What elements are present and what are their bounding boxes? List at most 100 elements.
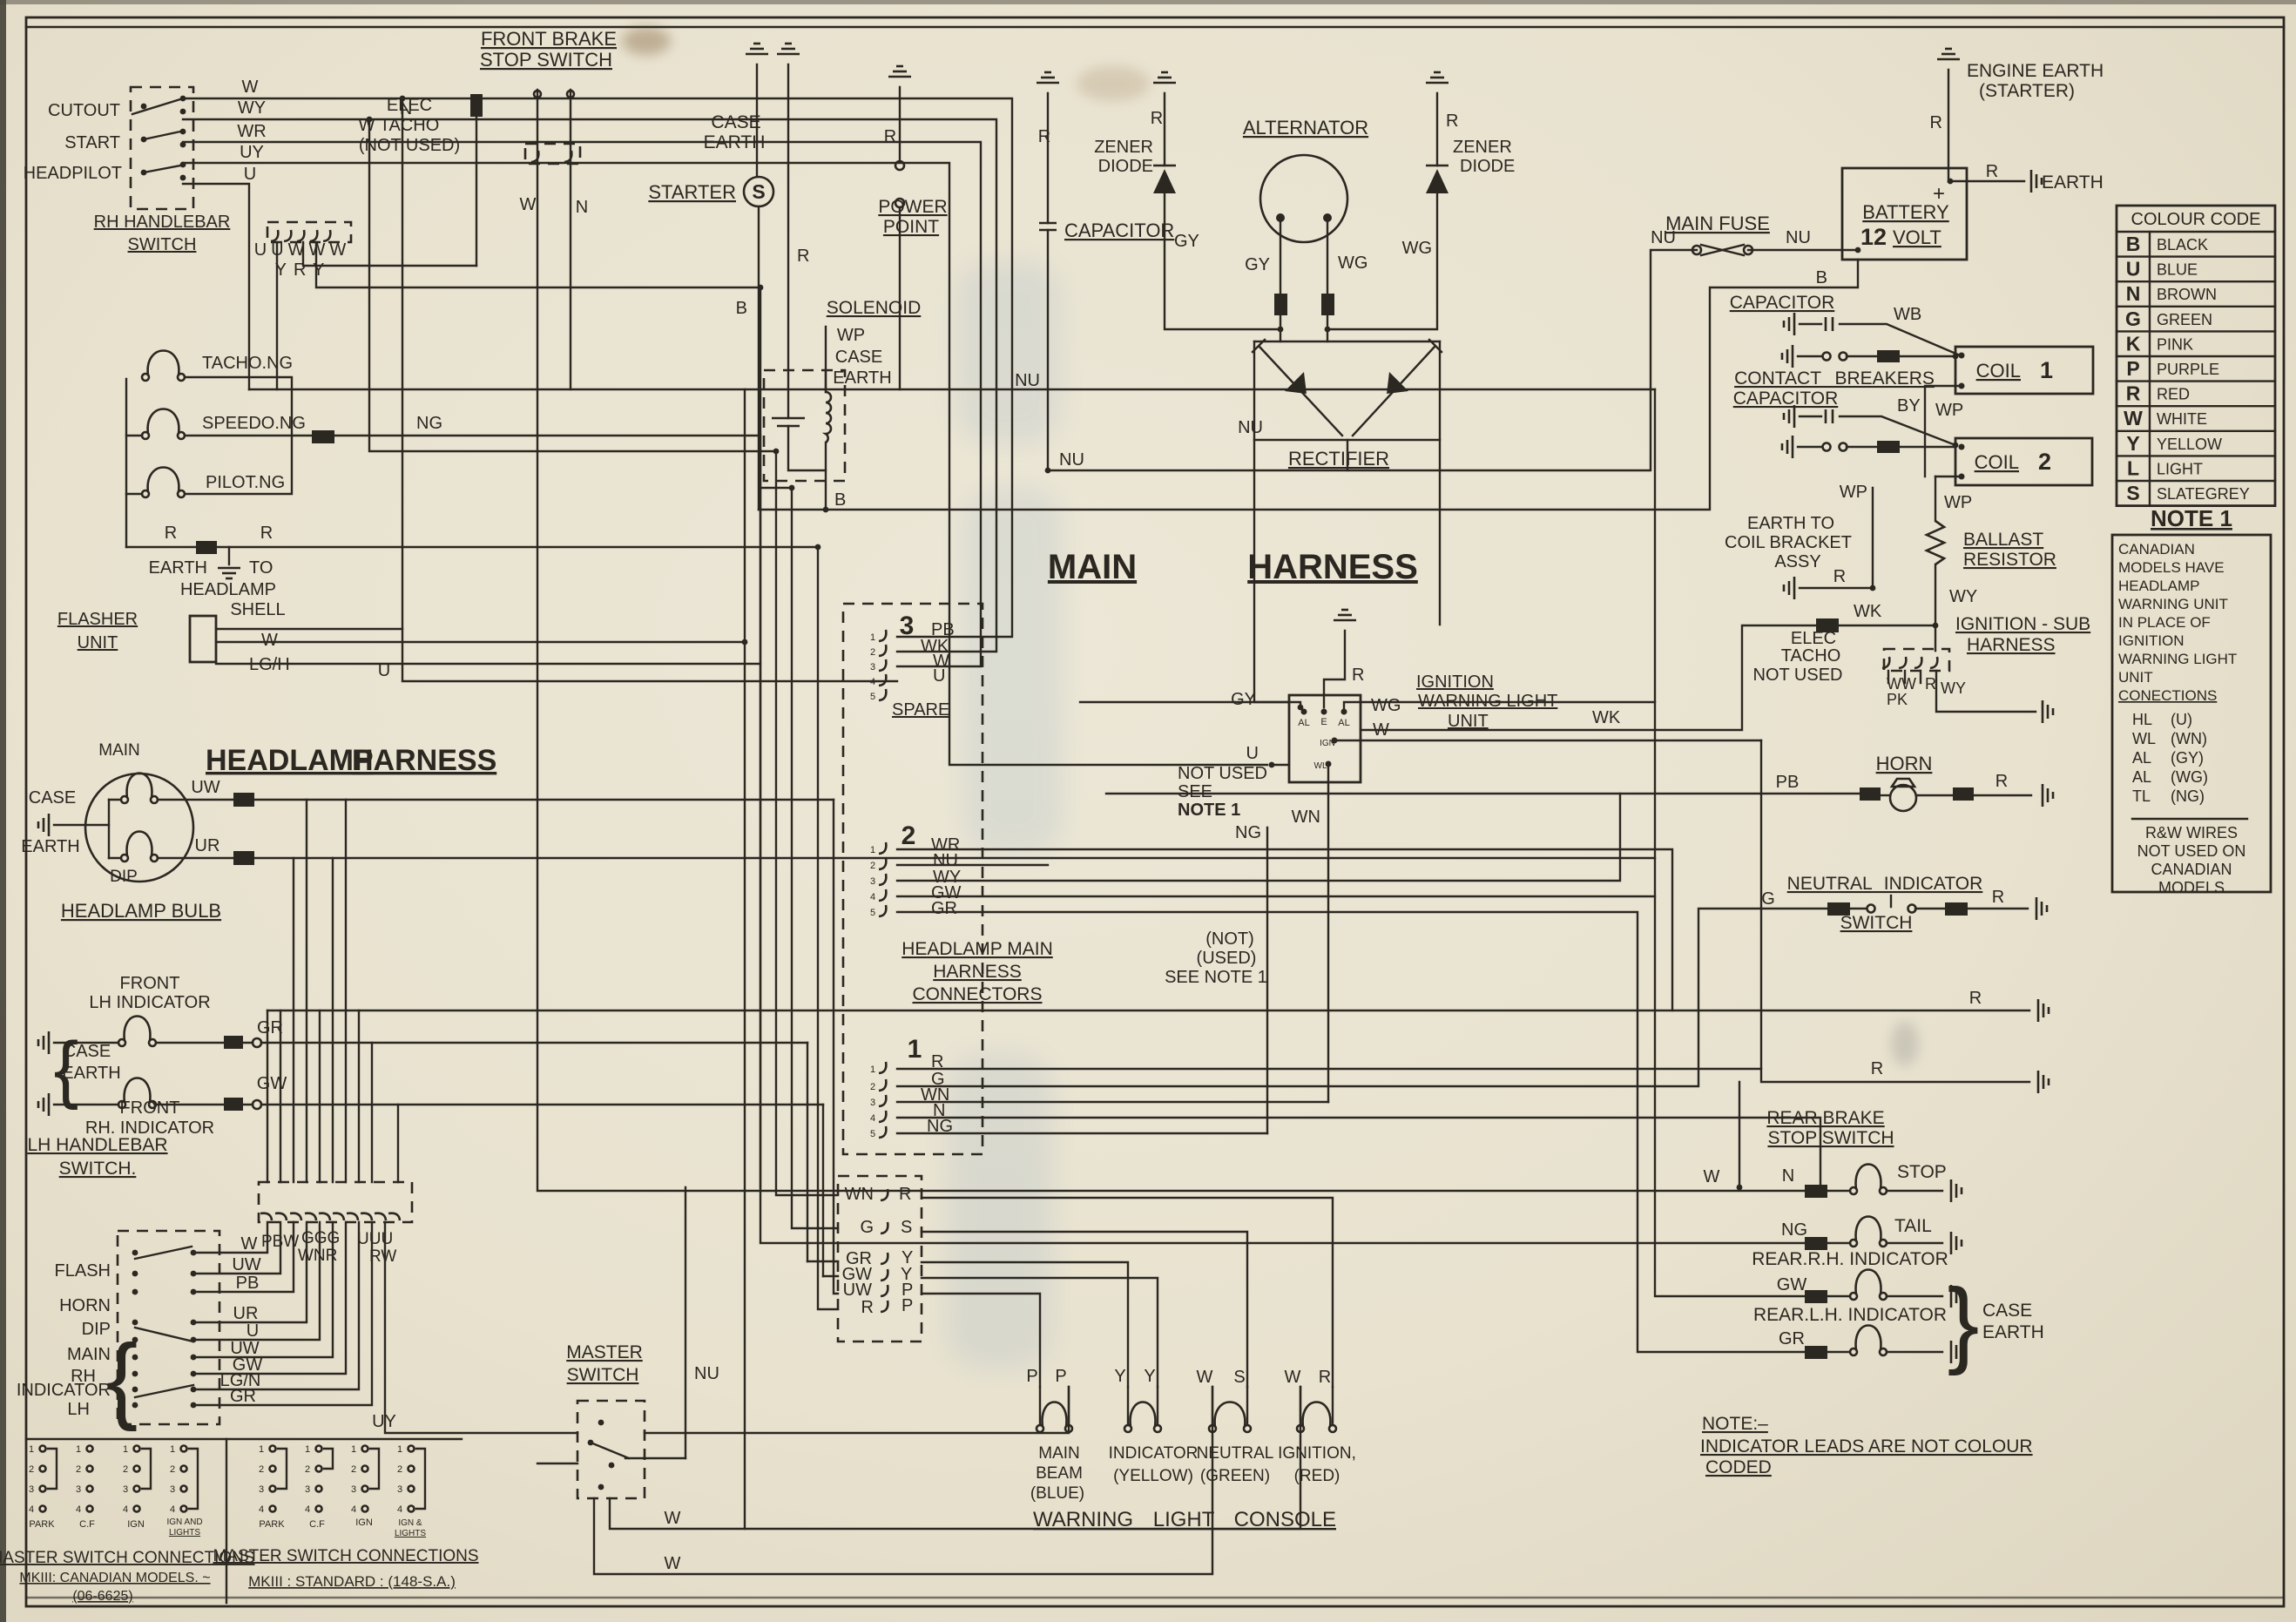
diagram-label: LIGHTS: [169, 1528, 200, 1538]
connector-block: [1860, 787, 1881, 801]
wire: [192, 1220, 334, 1359]
bulb-loop-icon: [1854, 1215, 1882, 1242]
diagram-label: MAIN: [67, 1345, 111, 1364]
switch-contact: [598, 1483, 604, 1490]
earth-icon: [1780, 345, 1794, 368]
diagram-label: R: [1151, 109, 1163, 128]
pin-number: 4: [76, 1504, 81, 1515]
diagram-label: Y: [902, 1248, 913, 1267]
wire-junction: [1854, 247, 1861, 253]
smudge: [1077, 66, 1150, 101]
unit-terminal: [1340, 708, 1347, 715]
pin-number: 1: [351, 1444, 356, 1455]
pin-circle: [132, 1444, 141, 1453]
earth-icon: [1949, 1232, 1963, 1254]
diagram-label: HORN: [1876, 753, 1933, 774]
bulb-loop-icon: [1041, 1401, 1068, 1428]
wire: [1359, 624, 1818, 732]
diagram-label: NOT USED: [1178, 764, 1267, 783]
diagram-label: GW: [931, 883, 962, 902]
diagram-label: INDICATOR LEADS ARE NOT COLOUR: [1700, 1436, 2033, 1456]
pin-hook-icon: [360, 1212, 374, 1221]
fuse-end-icon: [1691, 244, 1703, 256]
note1-footer-line: CANADIAN: [2151, 861, 2232, 878]
connector-block: [1827, 902, 1850, 916]
diagram-label: (USED): [1197, 949, 1257, 968]
diagram-label: WARNING LIGHT: [1418, 692, 1557, 711]
pin-number: 3: [259, 1484, 264, 1495]
scan-edge-top: [0, 0, 2296, 4]
switch-contact: [179, 108, 186, 115]
diagram-label: HEADLAMP: [206, 744, 374, 777]
diagram-label: WN: [921, 1085, 949, 1105]
diagram-label: WG: [1402, 239, 1432, 258]
diagram-label: POINT: [883, 217, 939, 237]
wire: [192, 1220, 269, 1254]
connector-block: [1805, 1290, 1827, 1303]
switch-contact: [190, 1319, 197, 1326]
diagram-label: STOP SWITCH: [480, 49, 612, 71]
pin-number: 2: [76, 1464, 81, 1475]
pin-number: 1: [76, 1444, 81, 1455]
diagram-label: INDICATOR: [17, 1381, 111, 1400]
diagram-label: WY: [1941, 679, 1966, 697]
dashed-box: [523, 142, 582, 166]
wire: [920, 1276, 1159, 1389]
wire: [301, 240, 478, 267]
diagram-label: CASE: [29, 788, 76, 808]
diagram-label: UNIT: [1448, 712, 1489, 731]
diagram-label: EARTH: [21, 837, 79, 856]
colour-code-letter: N: [2126, 282, 2141, 305]
diagram-label: RH: [71, 1367, 96, 1386]
diagram-label: AL: [1338, 718, 1349, 728]
note1-line: CANADIAN: [2118, 541, 2195, 558]
lamp-terminal: [117, 1037, 127, 1048]
diagram-label: NU: [933, 851, 958, 870]
wire: [920, 1196, 1334, 1389]
wire-junction: [1268, 761, 1275, 768]
switch-contact: [190, 1370, 197, 1377]
switch-contact: [179, 128, 186, 135]
diagram-label: AL: [1298, 718, 1309, 728]
bulb-loop-icon: [1854, 1268, 1882, 1295]
diagram-label: SWITCH: [128, 235, 197, 254]
diagram-label: MAIN: [1038, 1444, 1080, 1463]
wire-junction: [757, 284, 764, 291]
diagram-label: UR: [233, 1304, 259, 1323]
wire: [192, 1220, 321, 1342]
rectifier-diode-icon: [1285, 372, 1307, 394]
pin-number: 3: [870, 876, 875, 887]
diagram-label: LIGHTS: [395, 1529, 426, 1538]
diagram-label: (BLUE): [1030, 1484, 1084, 1503]
earth-icon: [1037, 71, 1059, 84]
pin-number: 2: [259, 1464, 264, 1475]
diagram-label: STOP SWITCH: [1767, 1128, 1894, 1148]
diagram-label: NG: [416, 414, 442, 433]
diagram-label: RESISTOR: [1963, 550, 2056, 570]
diagram-label: TACHO: [380, 116, 440, 135]
diagram-label: P: [1055, 1367, 1066, 1386]
wire: [181, 161, 1269, 767]
pin-number: 2: [870, 861, 875, 871]
diagram-label: CASE: [835, 348, 882, 367]
dashed-box: [576, 1399, 646, 1500]
wire: [832, 798, 840, 1295]
diagram-label: R: [884, 127, 896, 146]
diagram-label: WP: [1935, 401, 1963, 420]
earth-icon: [888, 64, 911, 78]
diagram-label: GR: [846, 1249, 872, 1268]
switch-contact: [132, 1319, 138, 1326]
wire: [920, 1260, 1130, 1389]
connector-block: [233, 851, 254, 865]
connector-block: [233, 793, 254, 807]
diagram-label: IGN &: [398, 1518, 422, 1528]
component-boxes: [116, 85, 2095, 1500]
dashed-box: [836, 1174, 923, 1343]
pin-circle: [268, 1444, 277, 1453]
earth-icon: [1153, 71, 1176, 84]
diagram-label: U: [246, 1321, 259, 1341]
colour-code-name: BLACK: [2157, 236, 2208, 253]
diagram-label: R: [1833, 567, 1846, 586]
diagram-label: S: [901, 1218, 912, 1237]
